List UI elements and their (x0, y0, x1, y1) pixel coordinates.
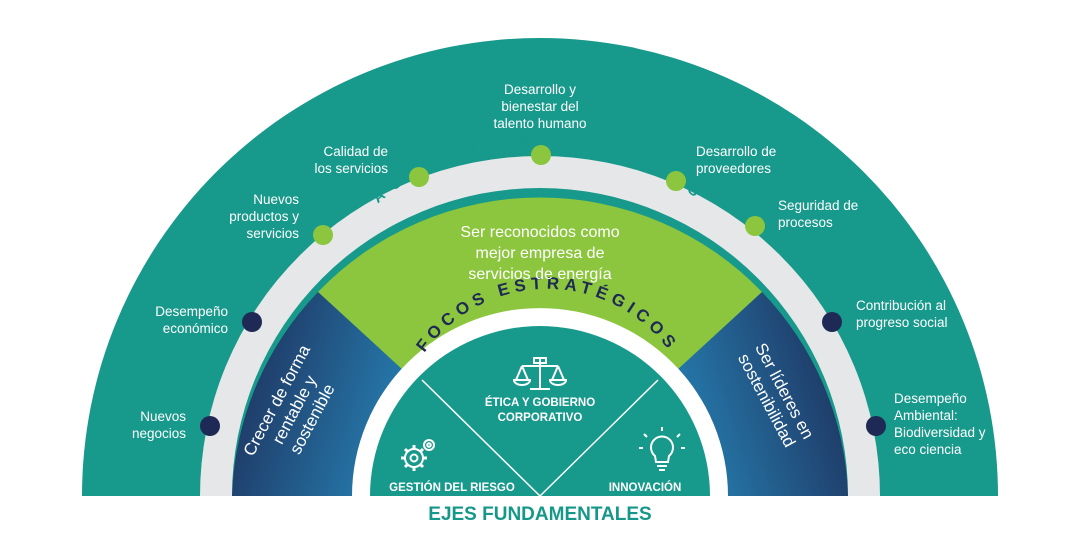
focos-divider-left (421, 379, 541, 497)
asunto-dot-1 (313, 225, 333, 245)
scales-icon (512, 357, 568, 390)
asunto-dot-4 (666, 171, 686, 191)
asunto-dot-2 (409, 167, 429, 187)
footer-title: EJES FUNDAMENTALES (428, 504, 652, 525)
lightbulb-icon (639, 427, 685, 471)
focus-label-riesgo: GESTIÓN DEL RIESGO (389, 482, 515, 494)
asunto-dot-5 (745, 216, 765, 236)
focos-inner (370, 326, 710, 496)
outer-dot-4 (866, 416, 886, 436)
outer-dot-2 (200, 416, 220, 436)
focus-label-innovacion: INNOVACIÓN (608, 482, 682, 494)
gears-icon (401, 439, 435, 471)
outer-dot-1 (242, 312, 262, 332)
asunto-dot-3 (531, 145, 551, 165)
focos-divider-right (539, 379, 659, 497)
outer-dot-3 (822, 312, 842, 332)
